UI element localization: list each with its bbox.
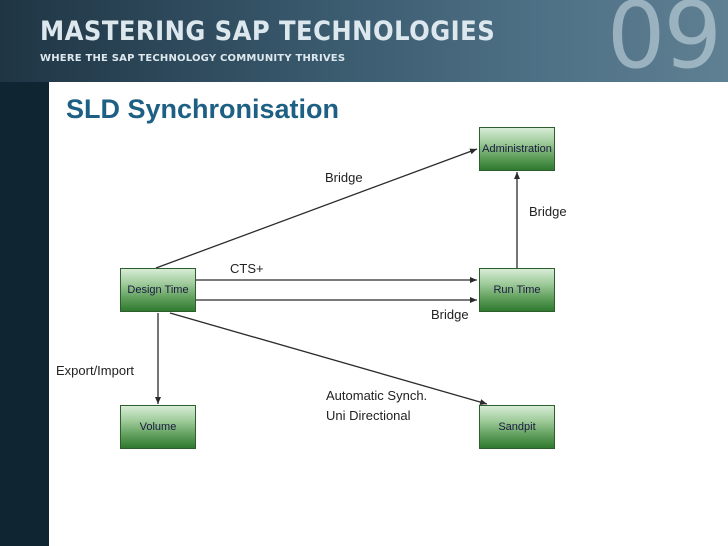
- node-volume: Volume: [120, 405, 196, 449]
- label-export-import: Export/Import: [56, 363, 135, 378]
- arrow-design-to-administration: [155, 148, 478, 269]
- node-sandpit-label: Sandpit: [498, 421, 536, 433]
- node-run-time-label: Run Time: [493, 284, 541, 296]
- node-volume-label: Volume: [139, 421, 177, 433]
- label-cts-plus: CTS+: [230, 261, 264, 276]
- label-bridge-right: Bridge: [529, 204, 567, 219]
- label-uni-directional: Uni Directional: [326, 408, 411, 423]
- label-bridge-top: Bridge: [325, 170, 363, 185]
- node-run-time: Run Time: [479, 268, 555, 312]
- brand-title: MASTERING SAP TECHNOLOGIES: [40, 16, 496, 47]
- brand-tagline: WHERE THE SAP TECHNOLOGY COMMUNITY THRIV…: [40, 53, 346, 64]
- node-design-time-label: Design Time: [127, 284, 189, 296]
- header-banner: MASTERING SAP TECHNOLOGIES WHERE THE SAP…: [0, 0, 728, 82]
- label-automatic-synch: Automatic Synch.: [326, 388, 428, 403]
- node-design-time: Design Time: [120, 268, 196, 312]
- node-administration-label: Administration: [482, 143, 552, 155]
- label-bridge-bottom: Bridge: [431, 307, 469, 322]
- arrow-design-to-sandpit: [169, 312, 488, 405]
- slide-title: SLD Synchronisation: [66, 94, 340, 124]
- node-administration: Administration: [479, 127, 555, 171]
- node-sandpit: Sandpit: [479, 405, 555, 449]
- left-sidebar-strip: [0, 82, 49, 546]
- issue-number: 09: [606, 0, 722, 82]
